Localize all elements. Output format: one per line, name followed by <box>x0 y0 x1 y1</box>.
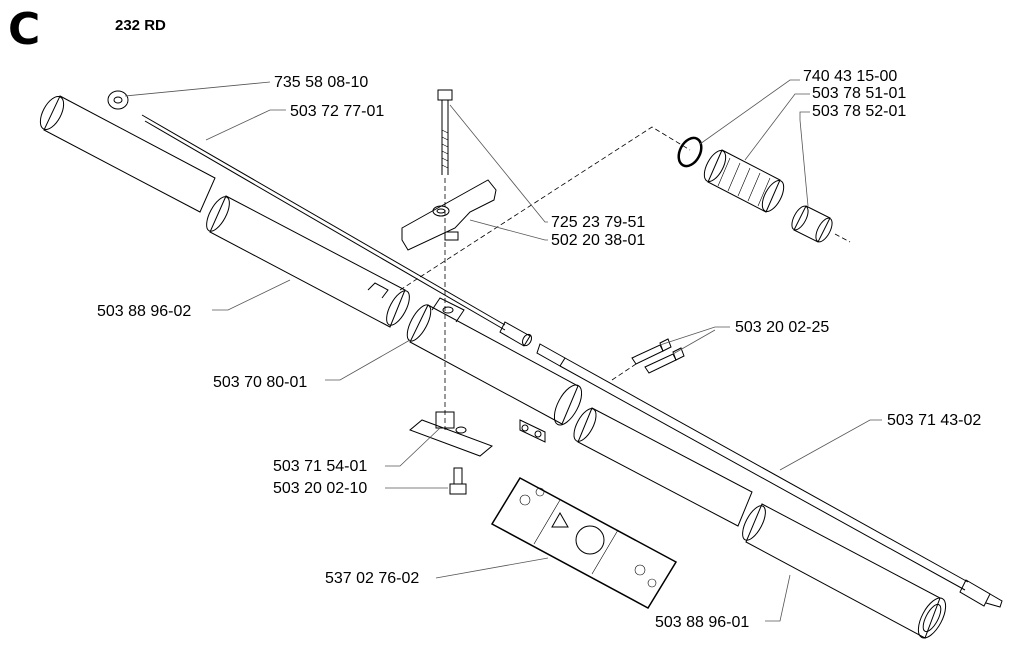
part-label: 537 02 76-02 <box>325 570 419 587</box>
bracket <box>409 411 493 457</box>
part-label: 740 43 15-00 <box>803 68 897 85</box>
bearing-cage <box>703 149 785 213</box>
warning-decal <box>490 477 678 609</box>
part-label: 725 23 79-51 <box>551 214 645 231</box>
part-label: 503 78 51-01 <box>812 85 906 102</box>
tube-middle-right <box>573 407 753 527</box>
screw-small <box>449 467 467 495</box>
drive-shaft-upper <box>141 114 533 347</box>
part-label: 503 20 02-25 <box>735 319 829 336</box>
tube-upper-left <box>39 95 216 213</box>
part-label: 502 20 38-01 <box>551 232 645 249</box>
screws <box>631 338 685 374</box>
model-title: 232 RD <box>115 17 166 34</box>
section-letter: C <box>8 4 41 55</box>
part-labels: 735 58 08-10 503 72 77-01 740 43 15-00 5… <box>97 68 981 631</box>
clamp-503-70-80-01 <box>406 297 583 443</box>
o-ring <box>677 136 703 168</box>
bushing <box>791 205 851 243</box>
part-label: 503 72 77-01 <box>290 103 384 120</box>
part-label: 503 78 52-01 <box>812 103 906 120</box>
assembly-line-top <box>399 126 691 291</box>
tube-503-88-96-01 <box>742 503 947 639</box>
part-label: 503 20 02-10 <box>273 480 367 497</box>
washer <box>107 90 129 110</box>
leader-lines <box>124 79 882 622</box>
part-label: 503 71 43-02 <box>887 412 981 429</box>
assembly-line-screws <box>611 363 637 381</box>
part-label: 503 71 54-01 <box>273 458 367 475</box>
wing-knob <box>401 179 497 251</box>
part-label: 735 58 08-10 <box>274 74 368 91</box>
part-label: 503 88 96-01 <box>655 614 749 631</box>
bolt <box>437 89 453 430</box>
part-label: 503 88 96-02 <box>97 303 191 320</box>
tube-503-88-96-02 <box>206 195 410 328</box>
drive-shaft-lower <box>536 343 1003 608</box>
part-label: 503 70 80-01 <box>213 374 307 391</box>
